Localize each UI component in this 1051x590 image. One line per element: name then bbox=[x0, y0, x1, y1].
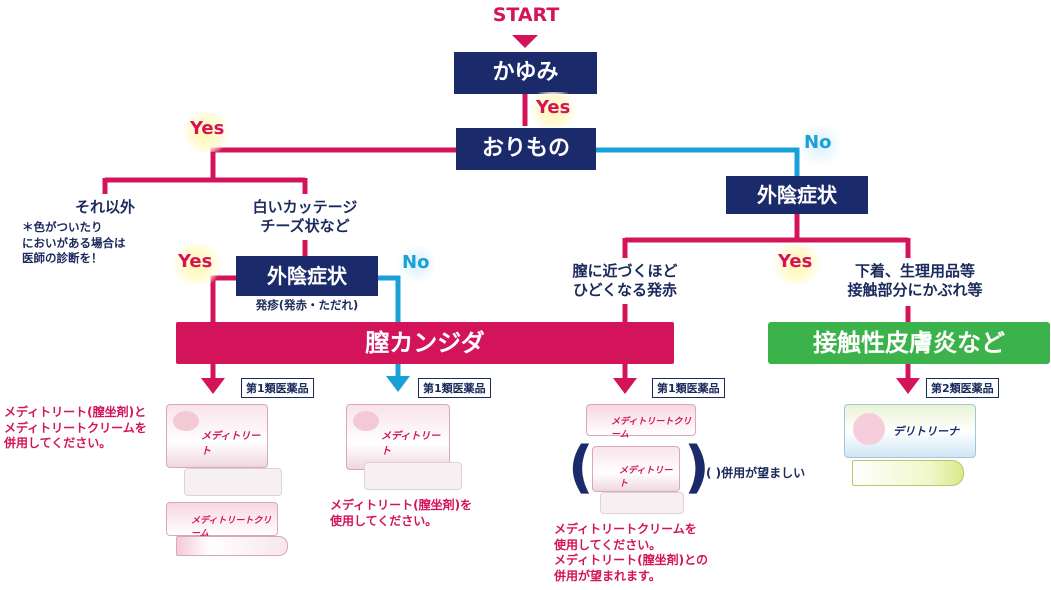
no-label-vulva-mid: No bbox=[402, 252, 430, 273]
start-label: START bbox=[492, 4, 560, 26]
arrow-down-2 bbox=[386, 376, 410, 392]
product-meditreat-cream-label-1: メディトリートクリーム bbox=[191, 516, 272, 539]
product-delitrina-tube bbox=[852, 460, 964, 486]
product-meditreat-box-1: メディトリート bbox=[166, 404, 268, 468]
product-suppository-tray-3 bbox=[600, 492, 684, 514]
note-both: メディトリート(膣坐剤)と メディトリートクリームを 併用してください。 bbox=[4, 405, 147, 451]
product-meditreat-box-3: メディトリート bbox=[592, 446, 680, 492]
product-delitrina-box: デリトリーナ bbox=[844, 404, 976, 458]
product-meditreat-label-2: メディトリート bbox=[381, 431, 441, 457]
yes-label-itch: Yes bbox=[536, 97, 571, 118]
product-meditreat-label-1: メディトリート bbox=[201, 431, 261, 457]
line-discharge-yes bbox=[210, 147, 456, 180]
node-discharge: おりもの bbox=[456, 128, 596, 170]
note-cream: メディトリートクリームを 使用してください。 メディトリート(膣坐剤)との 併用… bbox=[554, 522, 709, 583]
node-cottage: 白いカッテージ チーズ状など bbox=[252, 198, 358, 235]
node-itch: かゆみ bbox=[454, 52, 597, 94]
product-meditreat-box-2: メディトリート bbox=[346, 404, 450, 470]
product-meditreat-cream-box-1: メディトリートクリーム bbox=[166, 502, 278, 539]
note-paren: ( )併用が望ましい bbox=[706, 466, 806, 480]
badge-first-class-3: 第1類医薬品 bbox=[652, 378, 725, 398]
product-meditreat-label-3: メディトリート bbox=[619, 466, 673, 489]
node-contact: 接触性皮膚炎など bbox=[768, 322, 1050, 364]
product-cream-tube-1 bbox=[176, 536, 288, 556]
note-suppository: メディトリート(膣坐剤)を 使用してください。 bbox=[330, 498, 473, 528]
yes-label-discharge: Yes bbox=[190, 118, 225, 139]
badge-first-class-2: 第1類医薬品 bbox=[418, 378, 491, 398]
product-suppository-tray-1 bbox=[184, 468, 282, 496]
start-arrow bbox=[512, 35, 538, 48]
node-vulva-mid: 外陰症状 bbox=[236, 256, 378, 296]
arrow-down-4 bbox=[896, 378, 920, 394]
node-vulva-top: 外陰症状 bbox=[726, 176, 868, 214]
product-meditreat-cream-label-3: メディトリートクリーム bbox=[611, 417, 692, 440]
paren-right: ) bbox=[684, 435, 710, 500]
no-label-discharge: No bbox=[804, 132, 832, 153]
badge-first-class-1: 第1類医薬品 bbox=[241, 378, 314, 398]
arrow-down-3 bbox=[613, 378, 637, 394]
node-other-note: ＊色がついたり においがある場合は 医師の診断を！ bbox=[22, 220, 126, 266]
arrow-down-1 bbox=[201, 378, 225, 394]
paren-left: ( bbox=[568, 435, 594, 500]
badge-second-class: 第2類医薬品 bbox=[926, 378, 999, 398]
line-discharge-no bbox=[596, 147, 800, 176]
node-other: それ以外 bbox=[74, 198, 135, 216]
line-vulva-mid-yes bbox=[210, 275, 236, 322]
node-near-vagina: 膣に近づくほど ひどくなる発赤 bbox=[572, 262, 678, 299]
yes-label-vulva-mid: Yes bbox=[178, 251, 213, 272]
product-suppository-tray-2 bbox=[364, 462, 462, 490]
node-vulva-mid-sub: 発疹(発赤・ただれ) bbox=[255, 298, 359, 312]
yes-label-vulva-top: Yes bbox=[778, 251, 813, 272]
node-candida: 膣カンジダ bbox=[176, 322, 674, 364]
product-delitrina-label: デリトリーナ bbox=[893, 425, 959, 438]
node-underwear: 下着、生理用品等 接触部分にかぶれ等 bbox=[847, 262, 983, 299]
product-meditreat-cream-box-3: メディトリートクリーム bbox=[586, 404, 696, 440]
